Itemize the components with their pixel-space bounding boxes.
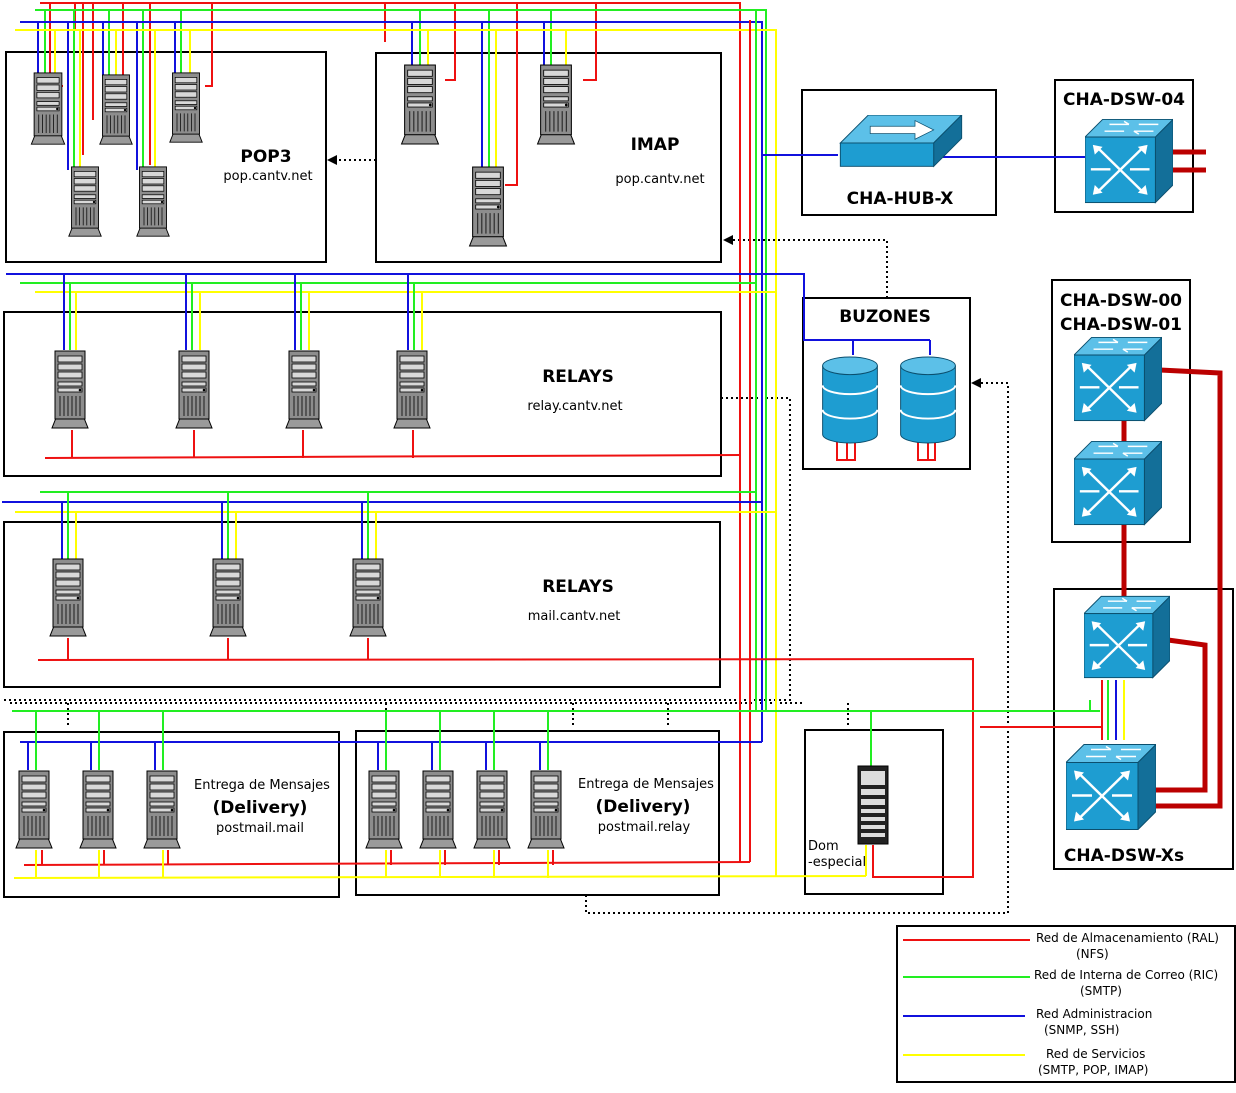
imap-subtitle: pop.cantv.net	[615, 172, 704, 187]
imap-title: IMAP	[631, 135, 680, 155]
dsw04-title: CHA-DSW-04	[1063, 90, 1185, 110]
arrow-head-buzones	[971, 378, 981, 388]
pop3-title: POP3	[240, 147, 291, 167]
delivery2-line1: Entrega de Mensajes	[578, 777, 714, 792]
dswxs-title: CHA-DSW-Xs	[1064, 846, 1184, 866]
buzones-lines	[836, 442, 936, 461]
dsw0001-box	[1051, 279, 1191, 543]
relays2-title: RELAYS	[542, 577, 614, 597]
relays1-title: RELAYS	[542, 367, 614, 387]
imap-box	[375, 52, 722, 263]
switch-dsw00	[1074, 336, 1162, 422]
buzones-title: BUZONES	[839, 307, 931, 327]
delivery2-line2: (Delivery)	[596, 797, 691, 817]
top-red-lines	[40, 2, 741, 250]
delivery-lines	[12, 680, 1125, 879]
dsw04-box	[1054, 79, 1194, 213]
delivery1-box	[3, 731, 340, 898]
switch-dswx-2	[1066, 744, 1156, 830]
relays1-box	[3, 311, 722, 477]
relays2-lines	[2, 491, 974, 878]
pop3-subtitle: pop.cantv.net	[223, 169, 312, 184]
delivery2-line3: postmail.relay	[598, 820, 691, 835]
legend-admin-line1: Red Administracion	[1036, 1007, 1152, 1021]
relays2-servers	[49, 558, 387, 637]
relays2-subtitle: mail.cantv.net	[528, 609, 621, 624]
arrow-head-pop3	[327, 155, 337, 165]
hub-box	[801, 89, 997, 216]
legend-mail-line1: Red de Interna de Correo (RIC)	[1034, 968, 1218, 982]
dom-label-1: Dom	[808, 839, 839, 854]
dswxs-box	[1053, 588, 1234, 870]
legend-storage-line2: (NFS)	[1076, 947, 1109, 961]
legend-box	[896, 925, 1236, 1083]
vertical-trunks	[739, 10, 1085, 876]
storage-disk-1	[822, 356, 878, 444]
delivery1-line1: Entrega de Mensajes	[194, 778, 330, 793]
pop3-servers	[30, 72, 203, 237]
top-green-lines	[35, 9, 767, 250]
relays1-servers	[51, 350, 431, 429]
dom-box	[804, 729, 944, 895]
dom-rack-server	[857, 765, 889, 845]
dsw00-title: CHA-DSW-00	[1060, 291, 1182, 311]
legend-admin-line2: (SNMP, SSH)	[1044, 1023, 1119, 1037]
arrow-head-imap	[723, 235, 733, 245]
legend-mail-line2: (SMTP)	[1080, 984, 1122, 998]
switch-dsw01	[1074, 440, 1162, 526]
relays1-subtitle: relay.cantv.net	[527, 399, 622, 414]
delivery2-box	[355, 730, 720, 896]
relays1-lines	[6, 273, 931, 459]
storage-disk-2	[900, 356, 956, 444]
hub-device	[839, 115, 963, 167]
switch-dsw04	[1085, 118, 1173, 204]
legend: Red de Almacenamiento (RAL) (NFS) Red de…	[903, 931, 1219, 1077]
switch-dswx-1	[1084, 595, 1170, 679]
legend-storage-line1: Red de Almacenamiento (RAL)	[1036, 931, 1219, 945]
dom-label-2: -especial	[808, 855, 866, 870]
hub-title: CHA-HUB-X	[847, 189, 954, 209]
pop3-box	[5, 51, 327, 263]
delivery1-line3: postmail.mail	[216, 821, 304, 836]
dsw01-title: CHA-DSW-01	[1060, 315, 1182, 335]
legend-services-line2: (SMTP, POP, IMAP)	[1038, 1063, 1148, 1077]
delivery1-line2: (Delivery)	[213, 798, 308, 818]
top-yellow-lines	[15, 29, 777, 250]
switch-trunks	[1121, 149, 1223, 809]
legend-services-line1: Red de Servicios	[1046, 1047, 1145, 1061]
